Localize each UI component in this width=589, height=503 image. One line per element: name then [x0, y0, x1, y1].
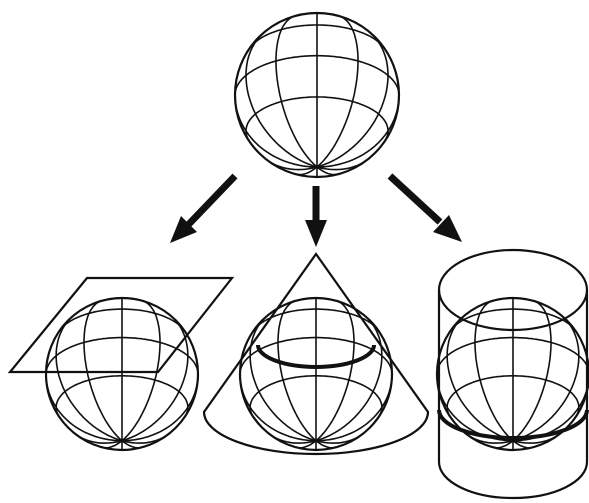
meridian-line — [122, 301, 160, 441]
meridian-line — [240, 374, 316, 441]
arrow-to-cylinder — [390, 176, 462, 242]
cylinder-bottom — [439, 462, 587, 498]
projection-plane — [10, 278, 232, 372]
meridian-line — [278, 301, 316, 441]
meridian-line — [84, 301, 122, 441]
meridian-line — [316, 374, 392, 441]
planar-projection — [10, 278, 232, 450]
globe-conic — [240, 298, 392, 450]
arrow-to-plane — [170, 176, 235, 243]
meridian-line — [276, 16, 317, 167]
meridian-line — [317, 16, 358, 167]
globe-planar — [46, 298, 198, 450]
source-globe — [235, 13, 399, 177]
meridian-line — [235, 95, 317, 167]
meridian-line — [513, 374, 589, 441]
meridian-line — [475, 301, 513, 441]
cylindrical-projection — [437, 250, 589, 498]
meridian-line — [122, 374, 198, 441]
conic-projection — [204, 254, 428, 454]
meridian-line — [317, 95, 399, 167]
arrow-to-cone — [305, 186, 327, 247]
meridian-line — [437, 374, 513, 441]
meridian-line — [513, 301, 551, 441]
meridian-line — [316, 301, 354, 441]
globe-cylindrical — [437, 298, 589, 450]
meridian-line — [46, 374, 122, 441]
